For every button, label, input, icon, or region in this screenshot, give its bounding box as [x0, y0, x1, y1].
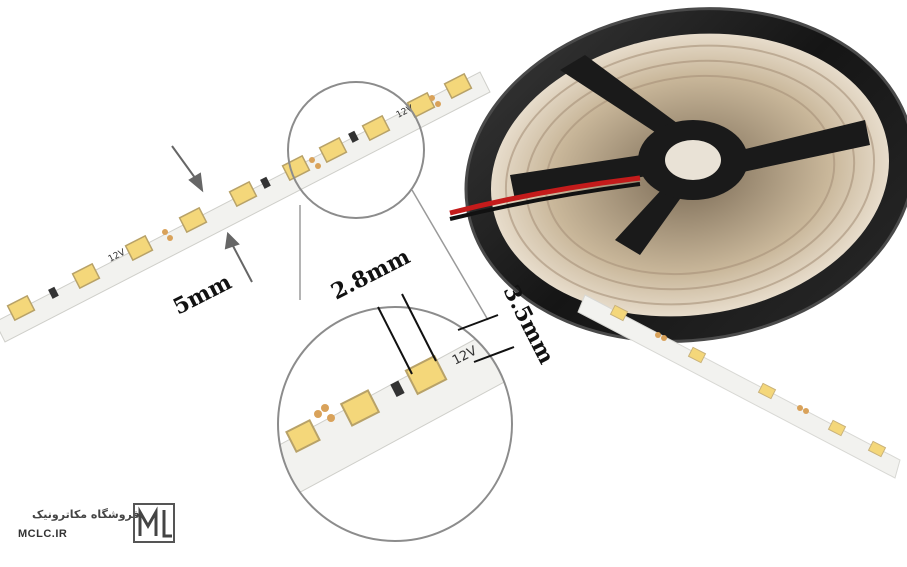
width-dimension — [171, 145, 253, 283]
width-label: 5mm — [169, 269, 236, 320]
reel — [449, 7, 907, 343]
zoom-circle: 12V — [277, 306, 513, 542]
detail-circle-small — [287, 81, 425, 219]
strip-tail — [577, 294, 901, 479]
led-strip-diagonal: 12V 12V — [0, 71, 491, 343]
led-dimension-lines — [377, 293, 515, 375]
store-name: فروشگاه مکاترونیک — [32, 508, 140, 521]
store-site: MCLC.IR — [18, 528, 68, 540]
led-size-label: 2.8mm — [327, 244, 414, 306]
mclc-logo-icon — [133, 503, 175, 543]
store-watermark: فروشگاه مکاترونیک MCLC.IR — [14, 500, 194, 550]
zoom-connectors — [299, 189, 489, 321]
